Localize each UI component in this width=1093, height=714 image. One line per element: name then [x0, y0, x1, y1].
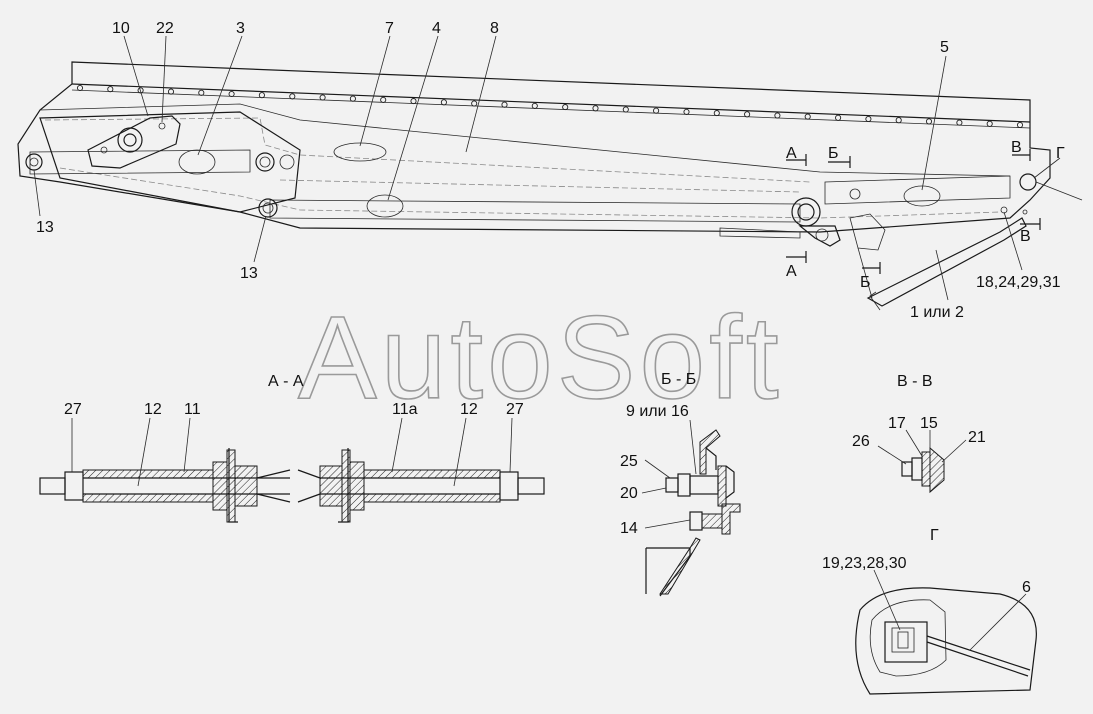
rivet: [744, 111, 751, 118]
rivet: [501, 101, 508, 108]
g-callout-19-23-28-30: 19,23,28,30: [822, 555, 907, 572]
rivet: [410, 98, 417, 105]
rivet: [349, 95, 356, 102]
rivet: [804, 113, 811, 120]
rivet-row: [76, 84, 1024, 129]
section-mark-a-bottom: А: [786, 263, 797, 280]
rivet: [198, 89, 205, 96]
section-title-vv: В - В: [897, 373, 933, 390]
aa-callout-12-right: 12: [460, 401, 478, 418]
rivet: [774, 112, 781, 119]
section-title-aa: А - А: [268, 373, 304, 390]
rivet: [986, 120, 993, 127]
rivet: [562, 104, 569, 111]
vv-callout-15: 15: [920, 415, 938, 432]
rivet: [319, 94, 326, 101]
aa-callout-11: 11: [184, 401, 201, 418]
bb-callout-20: 20: [620, 485, 638, 502]
rivet: [380, 96, 387, 103]
section-mark-b-top: Б: [828, 145, 839, 162]
leader-lines-main: [33, 35, 1061, 301]
rivet: [440, 99, 447, 106]
aa-callout-12-left: 12: [144, 401, 162, 418]
callout-4: 4: [432, 20, 441, 37]
callout-18-24-29-31: 18,24,29,31: [976, 274, 1061, 291]
rivet: [137, 87, 144, 94]
bb-callout-14: 14: [620, 520, 638, 537]
callout-8: 8: [490, 20, 499, 37]
aa-callout-27-right: 27: [506, 401, 524, 418]
rivet: [925, 118, 933, 125]
watermark: AutoSoft: [298, 292, 783, 424]
rivet: [228, 90, 235, 98]
rivet: [1016, 121, 1024, 129]
section-cut-marks: [786, 149, 1041, 274]
section-aa-drawing: [39, 417, 545, 523]
rivet: [592, 105, 599, 112]
rivet: [76, 84, 84, 92]
callout-13-left: 13: [36, 219, 54, 236]
bb-callout-25: 25: [620, 453, 638, 470]
vv-callout-26: 26: [852, 433, 870, 450]
rivet: [895, 117, 902, 124]
view-g-drawing: [855, 569, 1037, 695]
section-mark-b-bottom: Б: [860, 274, 871, 291]
g-callout-6: 6: [1022, 579, 1031, 596]
rivet: [713, 110, 720, 117]
section-mark-g-top: Г: [1056, 145, 1065, 162]
rivet: [956, 119, 963, 126]
section-mark-v-top: В: [1011, 139, 1022, 156]
rivet: [107, 86, 114, 93]
conveyor-assembly: [17, 61, 1083, 311]
callout-22: 22: [156, 20, 174, 37]
rivet: [622, 106, 629, 113]
rivet: [865, 115, 872, 123]
callout-7: 7: [385, 20, 394, 37]
rivet: [289, 93, 296, 100]
vv-callout-21: 21: [968, 429, 986, 446]
callout-5: 5: [940, 39, 949, 56]
rivet: [167, 88, 175, 95]
vv-callout-17: 17: [888, 415, 906, 432]
rivet: [653, 107, 660, 114]
aa-callout-11a: 11а: [392, 401, 418, 418]
callout-1-or-2: 1 или 2: [910, 304, 964, 321]
callout-3: 3: [236, 20, 245, 37]
aa-callout-27-left: 27: [64, 401, 82, 418]
section-mark-a-top: А: [786, 145, 797, 162]
rivet: [683, 108, 690, 115]
section-title-bb: Б - Б: [661, 371, 696, 388]
bb-callout-9-or-16: 9 или 16: [626, 403, 689, 420]
section-bb-drawing: [641, 419, 741, 597]
rivet: [258, 92, 265, 99]
callout-13-lower: 13: [240, 265, 258, 282]
callout-10: 10: [112, 20, 130, 37]
rivet: [835, 114, 842, 121]
section-title-g: Г: [930, 527, 939, 544]
rivet: [471, 100, 478, 107]
section-mark-v-bottom: В: [1020, 228, 1031, 245]
rivet: [531, 102, 538, 109]
section-vv-drawing: [877, 429, 967, 494]
